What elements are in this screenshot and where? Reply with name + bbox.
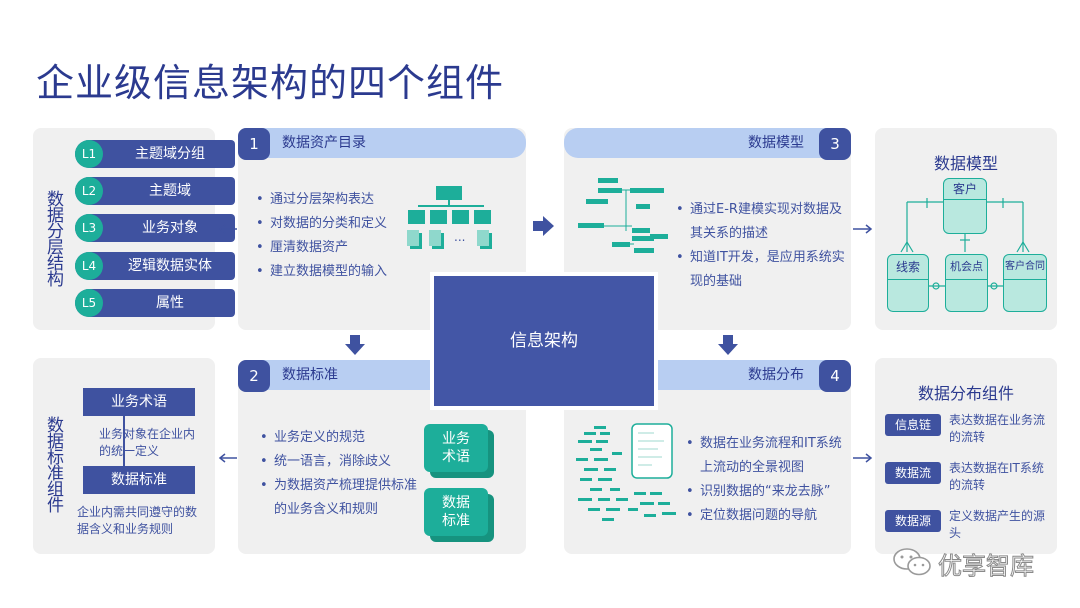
entity-opportunity[interactable]: 机会点 <box>945 254 988 312</box>
data-standard-stack-label: 数据标准 <box>442 495 470 529</box>
model-header <box>564 128 851 158</box>
data-standard-desc: 企业内需共同遵守的数据含义和业务规则 <box>77 505 198 536</box>
distribution-bullets: 数据在业务流程和IT系统上流动的全景视图 识别数据的“来龙去脉” 定位数据问题的… <box>686 432 846 528</box>
arrow-catalog-to-model <box>533 216 554 236</box>
level-label: 主题域 <box>149 183 191 199</box>
level-l3[interactable]: L3 业务对象 <box>75 214 235 242</box>
distribution-title: 数据分布 <box>748 367 804 383</box>
level-code: L1 <box>75 140 103 168</box>
catalog-ellipsis: ... <box>454 230 466 244</box>
distribution-component-panel: 数据分布组件 信息链 表达数据在业务流的流转 数据流 表达数据在IT系统的流转 … <box>875 358 1057 554</box>
arrow-to-hierarchy <box>218 224 237 234</box>
model-bullets: 通过E-R建模实现对数据及其关系的描述 知道IT开发，是应用系统实现的基础 <box>676 198 846 294</box>
standard-connector <box>123 416 125 468</box>
level-label: 逻辑数据实体 <box>128 258 212 274</box>
standard-panel: 2 数据标准 业务定义的规范 统一语言，消除歧义 为数据资产梳理提供标准的业务含… <box>238 360 526 554</box>
standard-bullet: 统一语言，消除歧义 <box>260 450 420 474</box>
level-code: L2 <box>75 177 103 205</box>
catalog-tree-icon <box>407 186 492 249</box>
catalog-title: 数据资产目录 <box>282 135 366 151</box>
standard-title: 数据标准 <box>282 367 338 383</box>
catalog-bullets: 通过分层架构表达 对数据的分类和定义 厘清数据资产 建立数据模型的输入 <box>256 188 416 284</box>
distribution-bullet: 识别数据的“来龙去脉” <box>686 480 846 504</box>
distribution-bullet: 数据在业务流程和IT系统上流动的全景视图 <box>686 432 846 480</box>
distribution-number: 4 <box>819 360 851 392</box>
level-l1[interactable]: L1 主题域分组 <box>75 140 235 168</box>
business-term-box[interactable]: 业务术语 <box>83 388 195 416</box>
hierarchy-panel: 数据分层结构 L1 主题域分组 L2 主题域 L3 业务对象 L4 逻辑数据实体… <box>33 128 235 330</box>
entity-customer[interactable]: 客户 <box>943 178 987 234</box>
standard-bullet: 业务定义的规范 <box>260 426 420 450</box>
entity-lead[interactable]: 线索 <box>887 254 929 312</box>
model-bullet: 通过E-R建模实现对数据及其关系的描述 <box>676 198 846 246</box>
hierarchy-vertical-label: 数据分层结构 <box>43 190 63 286</box>
catalog-bullet: 对数据的分类和定义 <box>256 212 416 236</box>
er-connectors <box>900 198 1030 290</box>
level-code: L5 <box>75 289 103 317</box>
data-flow-tag[interactable]: 数据流 <box>885 462 941 484</box>
watermark-text: 优享智库 <box>938 552 1035 581</box>
standard-vertical-label: 数据标准组件 <box>43 416 63 512</box>
wechat-icon <box>893 548 931 576</box>
arrow-model-to-distribution <box>718 335 738 355</box>
level-l5[interactable]: L5 属性 <box>75 289 235 317</box>
level-l4[interactable]: L4 逻辑数据实体 <box>75 252 235 280</box>
level-code: L3 <box>75 214 103 242</box>
entity-customer-label: 客户 <box>944 179 986 200</box>
er-diagram-icon <box>578 178 668 253</box>
catalog-bullet: 通过分层架构表达 <box>256 188 416 212</box>
arrow-to-standard-component <box>218 453 237 463</box>
er-model-title: 数据模型 <box>933 154 998 173</box>
standard-component-panel: 数据标准组件 业务术语 业务对象在企业内的统一定义 数据标准 企业内需共同遵守的… <box>33 358 215 554</box>
data-flow-desc: 表达数据在IT系统的流转 <box>949 461 1044 492</box>
page-title: 企业级信息架构的四个组件 <box>36 61 505 105</box>
data-flow-icon <box>576 423 676 521</box>
model-bullet: 知道IT开发，是应用系统实现的基础 <box>676 246 846 294</box>
arrow-to-model-diagram <box>853 224 873 234</box>
level-label: 主题域分组 <box>135 146 205 162</box>
catalog-bullet: 厘清数据资产 <box>256 236 416 260</box>
catalog-bullet: 建立数据模型的输入 <box>256 260 416 284</box>
information-architecture-box[interactable]: 信息架构 <box>434 276 654 406</box>
arrow-catalog-to-standard <box>345 335 365 355</box>
data-standard-box[interactable]: 数据标准 <box>83 466 195 494</box>
er-model-panel: 数据模型 客户 线索 机会点 客户合同 <box>875 128 1057 330</box>
data-source-desc: 定义数据产生的源头 <box>949 509 1046 540</box>
entity-contract[interactable]: 客户合同 <box>1003 254 1047 312</box>
level-label: 业务对象 <box>142 220 198 236</box>
level-label: 属性 <box>156 295 184 311</box>
standard-number: 2 <box>238 360 270 392</box>
information-architecture-label: 信息架构 <box>510 331 578 351</box>
model-number: 3 <box>819 128 851 160</box>
level-l2[interactable]: L2 主题域 <box>75 177 235 205</box>
business-term-desc: 业务对象在企业内的统一定义 <box>99 427 196 458</box>
level-code: L4 <box>75 252 103 280</box>
entity-contract-label: 客户合同 <box>1004 255 1046 280</box>
watermark: 优享智库 <box>888 540 1074 584</box>
distribution-bullet: 定位数据问题的导航 <box>686 504 846 528</box>
entity-opportunity-label: 机会点 <box>946 255 987 280</box>
data-source-tag[interactable]: 数据源 <box>885 510 941 532</box>
distribution-component-title: 数据分布组件 <box>917 384 1014 403</box>
standard-bullet: 为数据资产梳理提供标准的业务含义和规则 <box>260 474 420 522</box>
business-term-stack[interactable]: 业务术语 <box>424 424 488 472</box>
entity-lead-label: 线索 <box>888 255 928 280</box>
arrow-to-distribution-component <box>853 453 873 463</box>
info-chain-tag[interactable]: 信息链 <box>885 414 941 436</box>
distribution-panel: 数据分布 4 数据在业务流程和IT系统上流动的全景视图 识别数据的“来龙去脉” … <box>564 360 851 554</box>
catalog-number: 1 <box>238 128 270 160</box>
data-standard-stack[interactable]: 数据标准 <box>424 488 488 536</box>
standard-bullets: 业务定义的规范 统一语言，消除歧义 为数据资产梳理提供标准的业务含义和规则 <box>260 426 420 522</box>
business-term-stack-label: 业务术语 <box>442 431 470 465</box>
info-chain-desc: 表达数据在业务流的流转 <box>949 413 1046 444</box>
catalog-header <box>238 128 526 158</box>
model-title: 数据模型 <box>748 135 804 151</box>
